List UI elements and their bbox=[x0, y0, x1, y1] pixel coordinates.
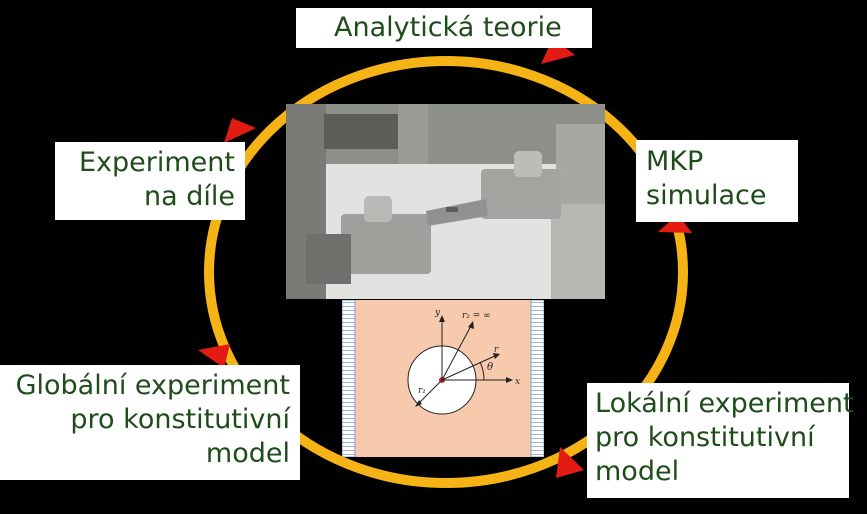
r-label: r bbox=[494, 345, 499, 355]
plate-hole-figure: y x r₂ = ∞ r θ r₁ bbox=[342, 300, 544, 457]
axis-y-label: y bbox=[434, 308, 441, 318]
label-global-line1: Globální experiment bbox=[15, 370, 290, 401]
arrow-head-to-experiment-part bbox=[224, 118, 256, 143]
arrow-head-to-analytic bbox=[541, 38, 575, 64]
label-experiment-part-line2: na díle bbox=[144, 181, 235, 212]
theta-label: θ bbox=[487, 362, 493, 373]
r2-line bbox=[441, 323, 473, 381]
arrow-head-to-local bbox=[556, 447, 584, 478]
r2-label: r₂ = ∞ bbox=[462, 311, 491, 321]
label-local-experiment: Lokální experiment pro konstitutivní mod… bbox=[587, 383, 854, 498]
label-analytic-theory: Analytická teorie bbox=[296, 8, 592, 48]
label-mkp-line2: simulace bbox=[646, 180, 767, 211]
label-global-line2: pro konstitutivní bbox=[70, 404, 290, 435]
arrow-head-to-global bbox=[198, 344, 230, 368]
label-local-line3: model bbox=[595, 456, 680, 487]
axis-x-label: x bbox=[515, 377, 520, 387]
label-mkp-simulation: MKP simulace bbox=[636, 140, 798, 222]
tensile-test-photo bbox=[286, 104, 605, 299]
r-line bbox=[441, 354, 498, 381]
label-local-line1: Lokální experiment bbox=[595, 388, 854, 419]
cycle-ellipse bbox=[204, 56, 688, 488]
arrow-head-to-mkp bbox=[658, 214, 692, 233]
label-global-line3: model bbox=[205, 438, 290, 469]
r1-line bbox=[417, 379, 443, 405]
label-mkp-line1: MKP bbox=[646, 146, 704, 177]
left-grip-edge bbox=[342, 300, 356, 457]
right-grip-edge bbox=[530, 300, 544, 457]
label-local-line2: pro konstitutivní bbox=[595, 422, 815, 453]
label-global-experiment: Globální experiment pro konstitutivní mo… bbox=[0, 365, 300, 480]
theta-arc bbox=[479, 361, 485, 381]
label-analytic-text: Analytická teorie bbox=[334, 12, 562, 43]
label-experiment-part: Experiment na díle bbox=[55, 142, 245, 220]
label-experiment-part-line1: Experiment bbox=[78, 147, 235, 178]
r1-label: r₁ bbox=[418, 386, 426, 396]
